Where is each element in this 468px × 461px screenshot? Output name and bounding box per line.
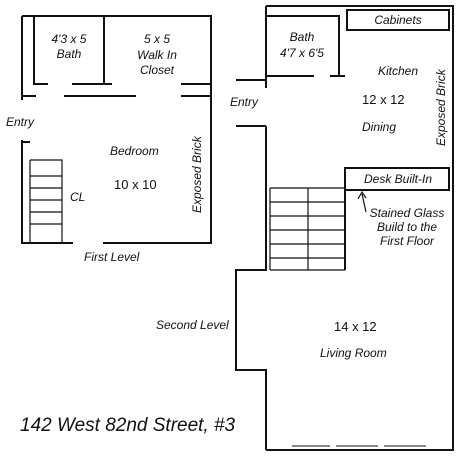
stained-glass-line1: Stained Glass: [369, 206, 445, 220]
living-room-name: Living Room: [320, 346, 387, 360]
second-level-label: Second Level: [156, 318, 229, 332]
desk-box: [344, 167, 450, 191]
second-bath-name: Bath: [289, 30, 315, 44]
cabinets-box: [346, 9, 450, 31]
living-room-dims: 14 x 12: [334, 319, 377, 334]
dining-name: Dining: [362, 120, 397, 134]
bath-box: [266, 15, 340, 77]
first-bath-name: Bath: [56, 47, 82, 61]
second-level-left-wall-mid: [235, 126, 267, 450]
second-bath-dims: 4'7 x 6'5: [280, 46, 324, 60]
first-entry-label: Entry: [6, 115, 35, 129]
first-level-stairs: [29, 159, 63, 243]
dining-dims: 12 x 12: [362, 92, 405, 107]
second-entry-label: Entry: [230, 95, 259, 109]
first-bath-dims: 4'3 x 5: [51, 32, 87, 46]
second-exposed-brick: Exposed Brick: [434, 69, 448, 146]
first-level-left-wall-lower: [21, 140, 73, 244]
closet-dims: 5 x 5: [143, 32, 170, 46]
bath-left-wall: [33, 16, 48, 85]
stained-glass-line2: Build to the: [376, 220, 438, 234]
stained-glass-line3: First Floor: [380, 234, 434, 248]
closet-cl-label: CL: [70, 190, 86, 204]
address-title: 142 West 82nd Street, #3: [20, 415, 236, 436]
first-exposed-brick: Exposed Brick: [190, 136, 204, 213]
closet-name-line2: Closet: [139, 63, 174, 77]
first-level-top-wall: [22, 15, 212, 244]
cabinets-label: Cabinets: [374, 13, 422, 27]
second-level-top-wall: [266, 5, 454, 451]
desk-label: Desk Built-In: [363, 172, 433, 186]
closet-name: Walk In: [137, 48, 177, 62]
second-level-stairs: [269, 187, 345, 271]
bedroom-dims: 10 x 10: [114, 177, 157, 192]
bedroom-name: Bedroom: [110, 144, 159, 158]
stained-glass-arrow: [357, 190, 367, 213]
first-level-label: First Level: [84, 250, 140, 264]
kitchen-label: Kitchen: [378, 64, 419, 78]
